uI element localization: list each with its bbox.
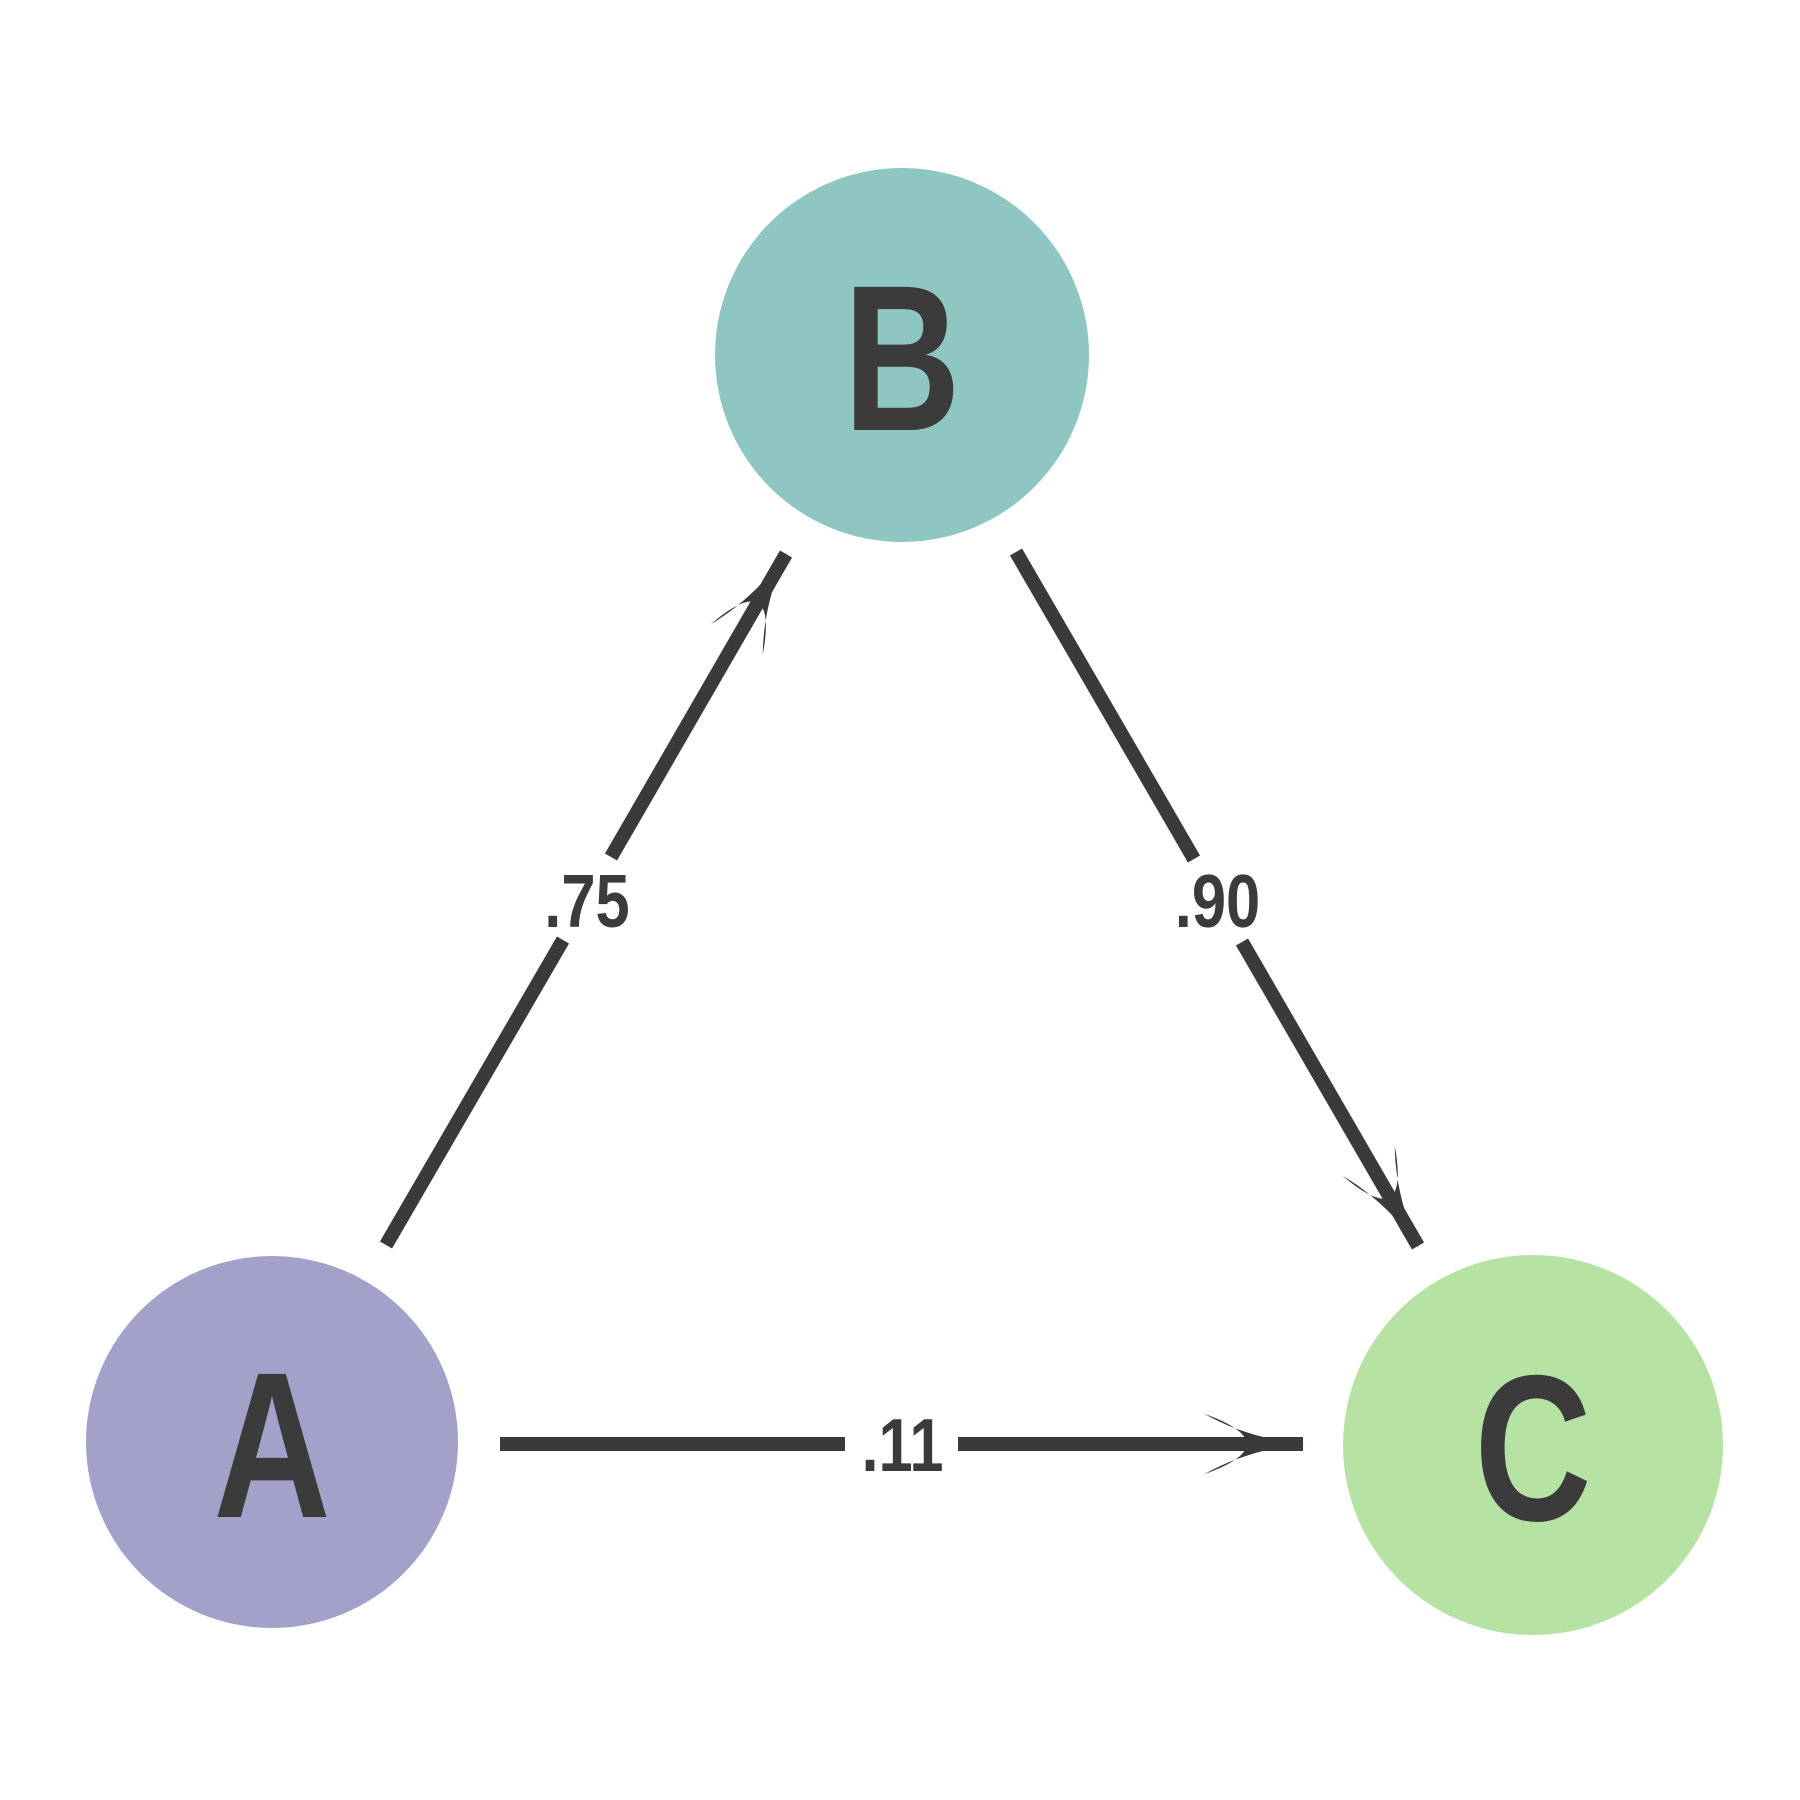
edge-a-b-weight-label: .75: [544, 859, 629, 943]
edge-label-layer: .75 .90 .11: [544, 859, 1260, 1487]
edge-b-c-shaft-lower-arrow: [1235, 938, 1425, 1250]
edge-a-b-shaft-lower: [379, 936, 570, 1249]
node-a-circle: [86, 1256, 458, 1628]
node-b-label: B: [843, 242, 960, 475]
node-b-circle: [715, 168, 1089, 542]
edge-b-c-weight-label: .90: [1175, 859, 1260, 943]
node-c-label: C: [1474, 1332, 1591, 1565]
node-c-circle: [1343, 1255, 1723, 1635]
edge-a-b-shaft-upper-arrow: [604, 550, 793, 861]
node-a-label: A: [213, 1329, 330, 1562]
edge-layer: [379, 548, 1425, 1475]
edge-b-c-shaft-upper: [1009, 548, 1201, 863]
edge-a-c-weight-label: .11: [861, 1403, 943, 1487]
node-layer: A B C: [86, 168, 1723, 1635]
